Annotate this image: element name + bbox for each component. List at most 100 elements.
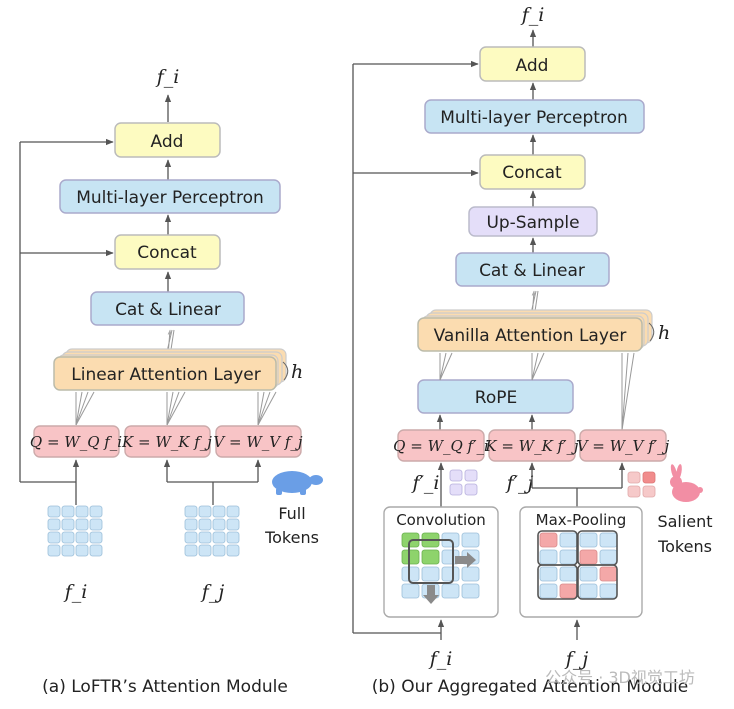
token-tile <box>212 544 226 557</box>
right-rope-fan-arrows <box>439 352 635 431</box>
right-add-label: Add <box>516 56 549 76</box>
token-tile <box>449 469 463 482</box>
pooling-window <box>577 564 618 600</box>
left-tokens-line1: Full <box>278 504 305 523</box>
left-mlp-block: Multi-layer Perceptron <box>59 179 281 214</box>
token-tile <box>642 485 656 498</box>
token-tile <box>198 518 212 531</box>
token-tile <box>47 518 61 531</box>
token-tile <box>198 544 212 557</box>
left-q-label: Q = W_Q f_i <box>30 433 122 451</box>
token-tile <box>75 505 89 518</box>
conv-stride-arrow-down-icon <box>423 585 439 604</box>
token-tile <box>184 544 198 557</box>
right-caption: (b) Our Aggregated Attention Module <box>372 677 689 697</box>
right-q-block: Q = W_Q f′_i <box>393 429 489 462</box>
token-tile <box>599 583 618 599</box>
right-concat-label: Concat <box>502 163 562 183</box>
token-tile <box>579 566 598 582</box>
left-tokens-line2: Tokens <box>264 528 319 547</box>
token-tile <box>184 505 198 518</box>
left-cat-linear-block: Cat & Linear <box>90 291 245 326</box>
right-k-block: K = W_K f′_j <box>484 429 579 462</box>
left-heads-label: h <box>291 361 303 383</box>
token-tile <box>539 566 558 582</box>
token-tile <box>226 505 240 518</box>
token-tile <box>642 471 656 484</box>
right-fi-prime-label: f′_i <box>411 472 440 494</box>
token-tile <box>61 518 75 531</box>
token-tile <box>599 532 618 548</box>
token-tile <box>401 583 420 599</box>
token-tile <box>421 566 440 582</box>
token-tile <box>461 583 480 599</box>
token-tile <box>441 566 460 582</box>
right-fj-label: f_j <box>564 648 589 670</box>
token-tile <box>47 531 61 544</box>
token-tile <box>89 531 103 544</box>
token-tile <box>559 583 578 599</box>
right-salient-mini-grid <box>627 471 656 498</box>
left-attention-label: Linear Attention Layer <box>71 365 261 385</box>
token-tile <box>421 549 440 565</box>
left-fi-label: f_i <box>63 581 88 603</box>
token-tile <box>579 549 598 565</box>
left-v-block: V = W_V f_j <box>213 425 303 458</box>
token-tile <box>61 531 75 544</box>
rabbit-icon <box>670 464 703 502</box>
turtle-icon <box>272 471 323 495</box>
token-tile <box>539 549 558 565</box>
right-rope-label: RoPE <box>475 388 517 408</box>
token-tile <box>441 583 460 599</box>
token-tile <box>401 549 420 565</box>
token-tile <box>401 566 420 582</box>
left-fj-label: f_j <box>200 581 225 603</box>
token-tile <box>75 518 89 531</box>
left-qkv-fan-arrows <box>75 391 277 426</box>
token-tile <box>47 505 61 518</box>
left-input-connections <box>19 138 262 505</box>
token-tile <box>61 505 75 518</box>
right-v-label: V = W_V f′_j <box>577 437 670 455</box>
token-tile <box>89 544 103 557</box>
token-tile <box>599 566 618 582</box>
right-q-label: Q = W_Q f′_i <box>393 437 489 455</box>
token-tile <box>75 544 89 557</box>
token-tile <box>539 532 558 548</box>
token-tile <box>212 505 226 518</box>
right-output-label: f_i <box>520 4 545 26</box>
right-fi-prime-mini-grid <box>449 469 478 496</box>
token-tile <box>539 583 558 599</box>
token-tile <box>89 518 103 531</box>
token-tile <box>559 566 578 582</box>
token-tile <box>464 483 478 496</box>
token-tile <box>461 566 480 582</box>
right-add-block: Add <box>479 46 586 82</box>
left-add-block: Add <box>114 122 221 158</box>
left-k-label: K = W_K f_j <box>121 433 212 451</box>
left-v-label: V = W_V f_j <box>213 433 303 451</box>
right-fi-label: f_i <box>428 648 453 670</box>
token-tile <box>226 544 240 557</box>
conv-stride-arrow-right-icon <box>455 552 476 568</box>
right-attention-label: Vanilla Attention Layer <box>434 326 627 346</box>
panel-loftr: f_i Add Multi-layer Perceptron Concat Ca… <box>19 66 323 697</box>
right-rope-block: RoPE <box>417 379 574 414</box>
pooling-window <box>537 564 578 600</box>
token-tile <box>579 583 598 599</box>
token-tile <box>599 549 618 565</box>
token-tile <box>449 483 463 496</box>
right-attention-stack: Vanilla Attention Layer h <box>417 309 670 352</box>
left-mlp-label: Multi-layer Perceptron <box>76 188 264 208</box>
right-cat-linear-label: Cat & Linear <box>479 261 585 281</box>
token-tile <box>75 531 89 544</box>
right-tokens-line1: Salient <box>657 512 712 531</box>
token-tile <box>89 505 103 518</box>
convolution-label: Convolution <box>396 511 486 529</box>
token-tile <box>464 469 478 482</box>
right-mlp-label: Multi-layer Perceptron <box>440 108 628 128</box>
right-fj-prime-label: f′_j <box>505 472 534 494</box>
token-tile <box>184 518 198 531</box>
token-tile <box>47 544 61 557</box>
